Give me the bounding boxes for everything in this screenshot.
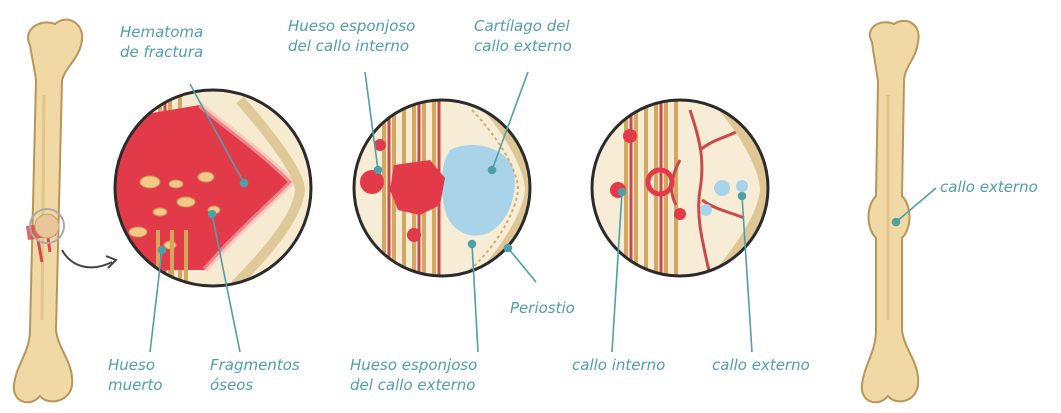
label-periostio: Periostio <box>510 298 575 318</box>
panel-soft-callus <box>350 95 535 285</box>
fracture-highlight-inner <box>35 214 59 238</box>
fractured-bone <box>14 20 82 403</box>
pointer-arrow <box>62 250 112 267</box>
label-callo-externo-panel: callo externo <box>712 355 810 375</box>
label-callo-externo-healed: callo externo <box>940 177 1038 197</box>
label-callo-interno: callo interno <box>572 355 665 375</box>
healed-bone <box>862 21 919 402</box>
